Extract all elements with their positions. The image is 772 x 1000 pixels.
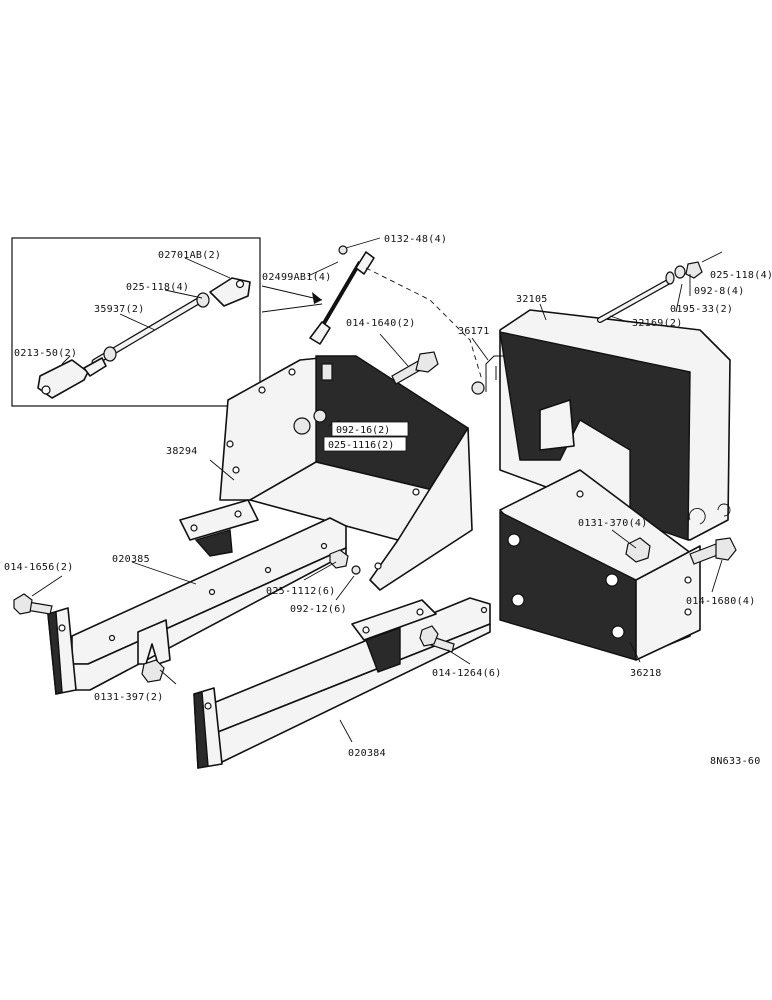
label-014-1264: 014-1264(6)	[432, 668, 502, 679]
label-020385: 020385	[112, 554, 150, 565]
label-0195-33: 0195-33(2)	[670, 304, 733, 315]
label-014-1640: 014-1640(2)	[346, 318, 416, 329]
clevis-left	[37, 357, 107, 399]
label-020384: 020384	[348, 748, 386, 759]
label-092-12: 092-12(6)	[290, 604, 347, 615]
clevis-right	[209, 277, 251, 307]
turnbuckle-assembly	[309, 237, 381, 345]
inset-detail	[11, 237, 323, 407]
rail-020384	[193, 597, 491, 769]
label-092-8: 092-8(4)	[694, 286, 745, 297]
label-35937: 35937(2)	[94, 304, 145, 315]
label-0131-370: 0131-370(4)	[578, 518, 648, 529]
label-025-1112: 025-1112(6)	[266, 586, 336, 597]
label-092-16: 092-16(2)	[336, 425, 390, 436]
label-0132-48: 0132-48(4)	[384, 234, 447, 245]
plate-36218	[499, 469, 737, 661]
label-36171: 36171	[458, 326, 490, 337]
label-32169: 32169(2)	[632, 318, 683, 329]
label-02701ab: 02701AB(2)	[158, 250, 221, 261]
label-0131-397: 0131-397(2)	[94, 692, 164, 703]
label-02499ab1: 02499AB1(4)	[262, 272, 332, 283]
label-025-118-right: 025-118(4)	[710, 270, 772, 281]
label-0213-50: 0213-50(2)	[14, 348, 77, 359]
label-38294: 38294	[166, 446, 198, 457]
label-014-1680: 014-1680(4)	[686, 596, 756, 607]
rod-32169	[597, 251, 723, 323]
rail-020385	[13, 517, 361, 695]
label-32105: 32105	[516, 294, 548, 305]
label-36218: 36218	[630, 668, 662, 679]
label-025-118-left: 025-118(4)	[126, 282, 189, 293]
label-014-1656: 014-1656(2)	[4, 562, 74, 573]
label-reference-number: 8N633-60	[710, 756, 761, 767]
label-025-1116: 025-1116(2)	[328, 440, 394, 451]
